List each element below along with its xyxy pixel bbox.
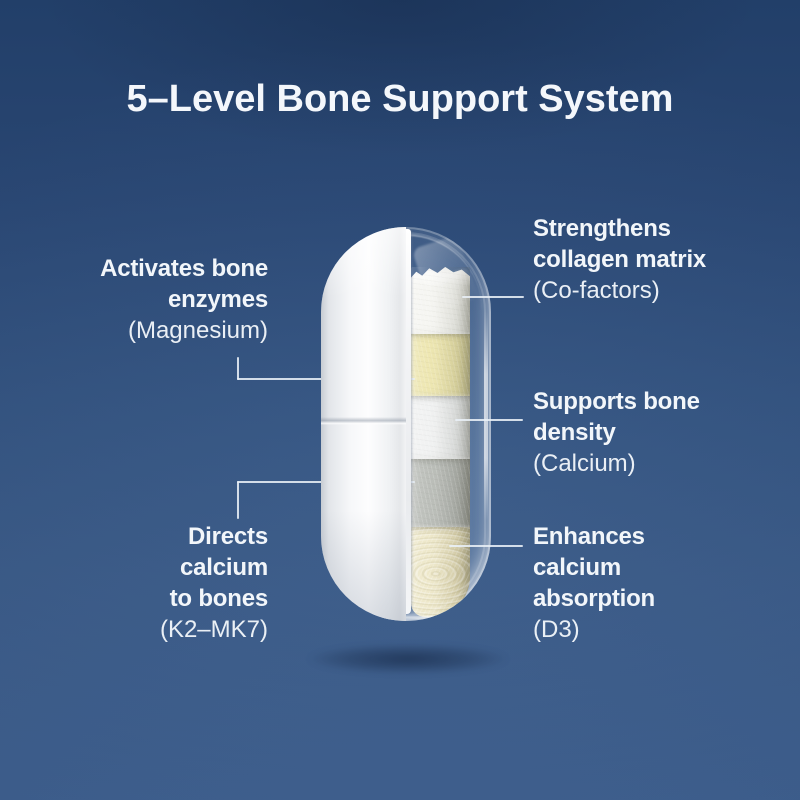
ingredient-stack <box>411 267 470 617</box>
glass-edge-highlight <box>484 311 488 521</box>
label-line: calcium <box>533 554 621 581</box>
capsule-shell-half <box>321 227 406 621</box>
label-calcium: Supports bone density (Calcium) <box>533 386 700 479</box>
label-magnesium: Activates bone enzymes (Magnesium) <box>100 253 268 346</box>
label-line: calcium <box>180 554 268 581</box>
label-line: to bones <box>169 585 269 612</box>
callout-line-calcium <box>455 419 523 421</box>
capsule-illustration <box>321 227 491 621</box>
label-k2-mk7: Directs calcium to bones (K2–MK7) <box>160 521 268 645</box>
label-line: Directs <box>188 523 268 550</box>
capsule-shadow <box>308 644 508 674</box>
label-line: collagen matrix <box>533 246 707 273</box>
label-ingredient: (Calcium) <box>533 450 636 477</box>
callout-line-cofactors <box>462 296 524 298</box>
shell-cut-face <box>401 229 411 614</box>
label-line: Enhances <box>533 523 645 550</box>
label-line: absorption <box>533 585 655 612</box>
capsule-seam <box>321 417 406 425</box>
layer-co-factors <box>411 267 470 334</box>
layer-k2-mk7 <box>411 459 470 527</box>
callout-line-k2 <box>237 481 239 519</box>
glass-reflection <box>411 234 471 290</box>
layer-magnesium <box>411 334 470 396</box>
stack-shading <box>411 267 470 617</box>
label-line: enzymes <box>168 286 268 313</box>
label-d3: Enhances calcium absorption (D3) <box>533 521 655 645</box>
callout-line-magnesium <box>237 357 239 380</box>
label-line: Activates bone <box>100 255 268 282</box>
label-line: Strengthens <box>533 215 671 242</box>
label-ingredient: (D3) <box>533 616 580 643</box>
label-cofactors: Strengthens collagen matrix (Co-factors) <box>533 213 706 306</box>
label-ingredient: (Magnesium) <box>127 317 268 344</box>
label-line: Supports bone <box>533 388 700 415</box>
callout-line-d3 <box>449 545 523 547</box>
page-title: 5–Level Bone Support System <box>126 78 674 120</box>
label-line: density <box>533 419 616 446</box>
label-ingredient: (Co-factors) <box>533 277 660 304</box>
layer-calcium <box>411 396 470 459</box>
label-ingredient: (K2–MK7) <box>159 616 268 643</box>
glass-reflection <box>434 265 480 311</box>
glass-bottom-highlight <box>367 600 479 619</box>
